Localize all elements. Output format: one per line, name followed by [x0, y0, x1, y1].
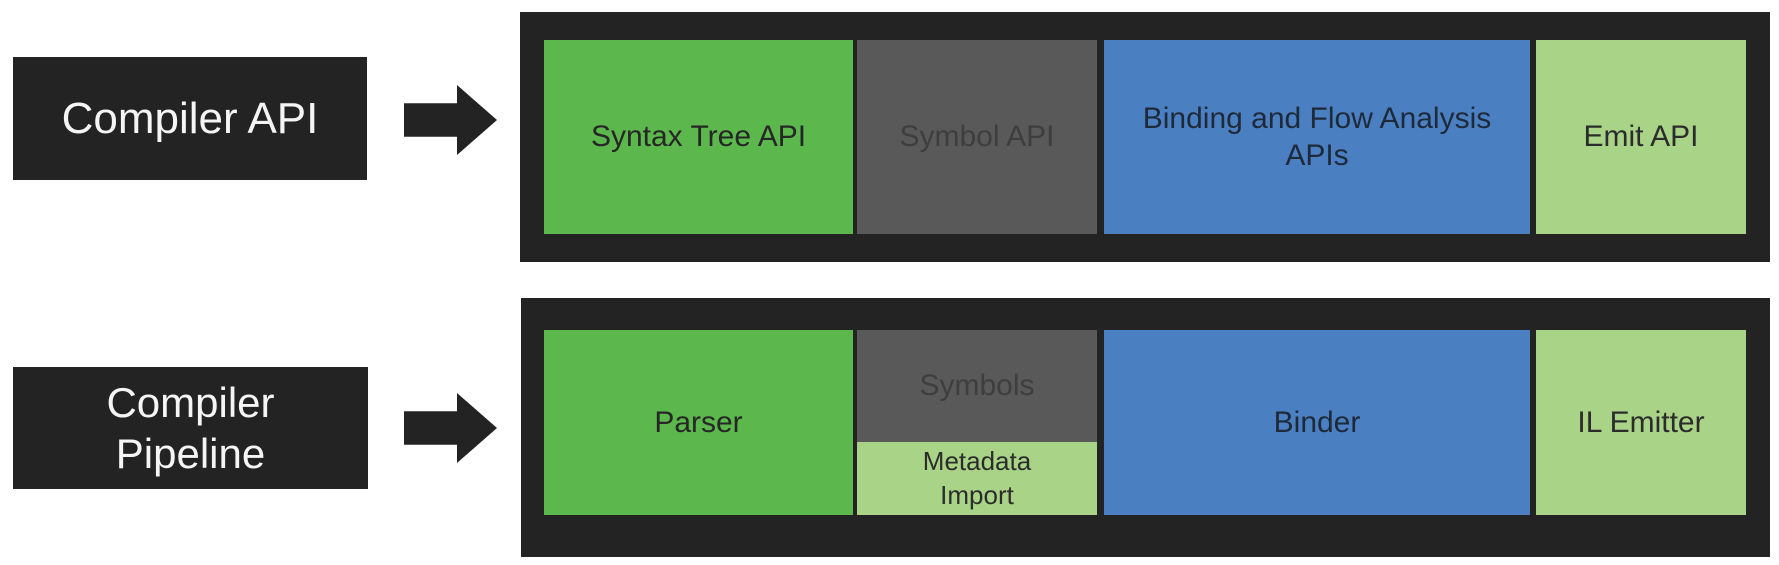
block-symbol-api: Symbol API [857, 40, 1097, 234]
right-arrow-icon [404, 85, 497, 155]
block-binder: Binder [1104, 330, 1530, 515]
block-emit-api: Emit API [1536, 40, 1746, 234]
block-parser: Parser [544, 330, 853, 515]
right-arrow-icon [404, 393, 497, 463]
block-metadata-import-label: Metadata Import [922, 445, 1032, 510]
block-binding-flow-analysis-apis-label: Binding and Flow Analysis APIs [1142, 101, 1492, 173]
block-syntax-tree-api-label: Syntax Tree API [590, 120, 807, 154]
block-symbols: Symbols [857, 330, 1097, 442]
compiler-api-label-box: Compiler API [13, 57, 367, 180]
block-metadata-import: Metadata Import [857, 442, 1097, 515]
compiler-pipeline-label: Compiler Pipeline [106, 378, 275, 477]
block-emit-api-label: Emit API [1583, 120, 1699, 154]
block-symbol-api-label: Symbol API [899, 120, 1055, 154]
block-symbols-label: Symbols [919, 369, 1035, 403]
block-syntax-tree-api: Syntax Tree API [544, 40, 853, 234]
block-parser-label: Parser [654, 405, 743, 439]
block-binding-flow-analysis-apis: Binding and Flow Analysis APIs [1104, 40, 1530, 234]
block-il-emitter: IL Emitter [1536, 330, 1746, 515]
compiler-api-label: Compiler API [61, 93, 319, 143]
compiler-pipeline-label-box: Compiler Pipeline [13, 367, 368, 489]
block-binder-label: Binder [1273, 405, 1361, 439]
block-il-emitter-label: IL Emitter [1577, 405, 1705, 439]
